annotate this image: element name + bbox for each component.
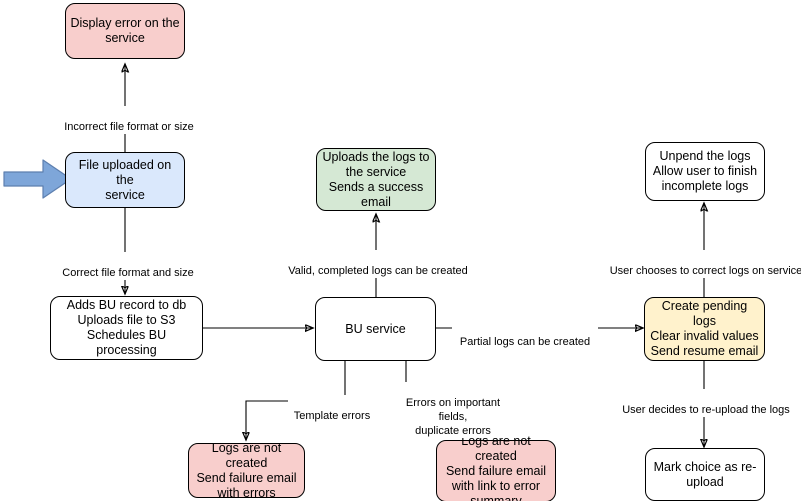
node-logs-not-created-summary[interactable]: Logs are not created Send failure email …: [436, 434, 556, 501]
edge-label-valid-complete-logs: Valid, completed logs can be created: [283, 250, 473, 278]
edge-label-important-field-errors-text: Errors on important fields, duplicate er…: [405, 397, 501, 437]
node-adds-bu-record[interactable]: Adds BU record to db Uploads file to S3 …: [50, 296, 203, 360]
node-mark-choice-reupload[interactable]: Mark choice as re- upload: [645, 448, 765, 501]
edge-label-template-errors: Template errors: [288, 395, 376, 423]
edge-label-partial-logs: Partial logs can be created: [452, 321, 598, 349]
node-uploads-logs[interactable]: Uploads the logs to the service Sends a …: [316, 148, 436, 211]
edge-label-correct-format-text: Correct file format and size: [62, 267, 194, 279]
edge-label-user-reuploads: User decides to re-upload the logs: [620, 389, 792, 417]
node-display-error[interactable]: Display error on the service: [65, 3, 185, 59]
edge-label-template-errors-text: Template errors: [293, 410, 371, 422]
edge-label-user-corrects-on-service: User chooses to correct logs on service: [607, 250, 801, 278]
node-create-pending-logs-label: Create pending logs Clear invalid values…: [650, 299, 759, 358]
node-uploads-logs-label: Uploads the logs to the service Sends a …: [322, 149, 430, 209]
node-mark-choice-reupload-label: Mark choice as re- upload: [653, 459, 757, 489]
node-logs-not-created-template-label: Logs are not created Send failure email …: [196, 440, 297, 500]
node-bu-service[interactable]: BU service: [315, 297, 436, 361]
edge-label-incorrect-format-text: Incorrect file format or size: [64, 121, 194, 133]
node-file-uploaded-label: File uploaded on the service: [78, 157, 172, 202]
node-bu-service-label: BU service: [345, 321, 406, 336]
edge-label-important-field-errors: Errors on important fields, duplicate er…: [391, 382, 515, 438]
input-block-arrow: [3, 157, 73, 201]
edge-label-partial-logs-text: Partial logs can be created: [459, 336, 591, 348]
edge-label-incorrect-format: Incorrect file format or size: [57, 106, 201, 134]
node-logs-not-created-template[interactable]: Logs are not created Send failure email …: [188, 440, 305, 500]
node-create-pending-logs[interactable]: Create pending logs Clear invalid values…: [644, 297, 765, 361]
edge-label-valid-complete-logs-text: Valid, completed logs can be created: [288, 265, 468, 277]
node-unpend-logs[interactable]: Unpend the logs Allow user to finish inc…: [645, 142, 765, 201]
node-logs-not-created-summary-label: Logs are not created Send failure email …: [445, 433, 547, 501]
edge-label-correct-format: Correct file format and size: [55, 252, 201, 280]
node-unpend-logs-label: Unpend the logs Allow user to finish inc…: [652, 149, 758, 193]
edge-label-user-reuploads-text: User decides to re-upload the logs: [622, 404, 790, 416]
edge-label-user-corrects-on-service-text: User chooses to correct logs on service: [609, 265, 801, 277]
node-file-uploaded[interactable]: File uploaded on the service: [65, 152, 185, 208]
node-display-error-label: Display error on the service: [70, 16, 180, 45]
node-adds-bu-record-label: Adds BU record to db Uploads file to S3 …: [66, 298, 187, 357]
